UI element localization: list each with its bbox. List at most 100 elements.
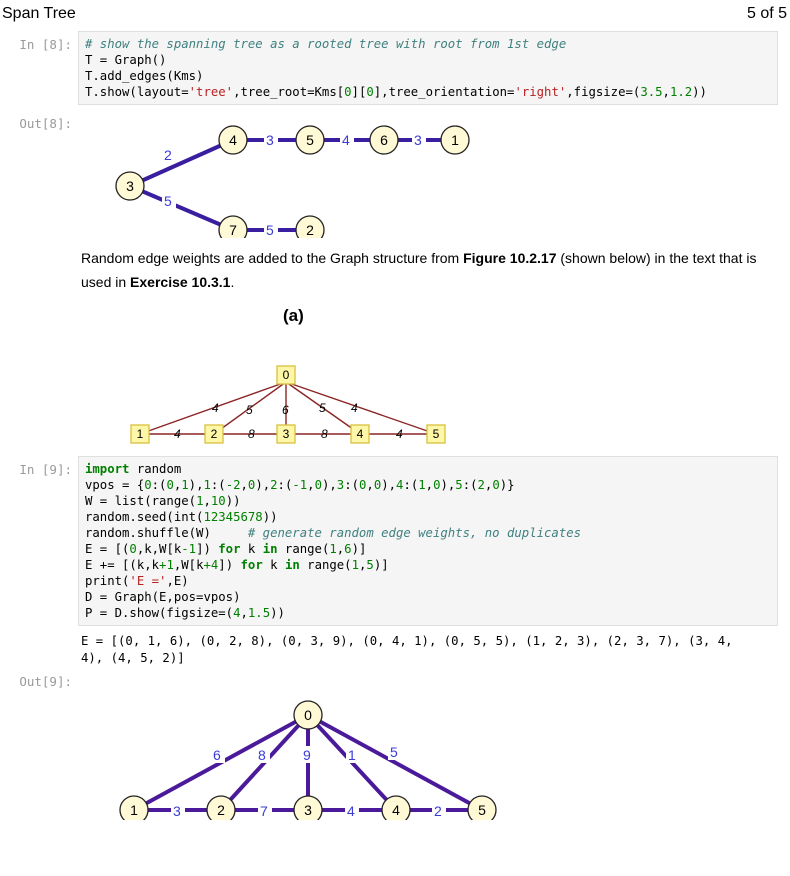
prose-text: . — [230, 274, 235, 290]
tree-node-label: 1 — [451, 132, 459, 148]
tree-node-label: 4 — [229, 132, 237, 148]
code-line: T = Graph() — [85, 53, 167, 67]
graph-edge-label: 6 — [213, 747, 221, 763]
tree-node — [218, 125, 248, 155]
cell9-stdout: E = [(0, 1, 6), (0, 2, 8), (0, 3, 9), (0… — [81, 633, 776, 667]
code-line: D = Graph(E,pos=vpos) — [85, 590, 241, 604]
prose-text: (shown below) in the text that is used i… — [81, 250, 757, 290]
graph-node-label: 2 — [217, 802, 225, 818]
fig-edge-label: 8 — [321, 427, 328, 441]
code-line: E = [(0,k,W[k-1]) for k in range(1,6)] — [85, 542, 367, 556]
fig-node-label: 5 — [433, 427, 440, 441]
prose-text: Random edge weights are added to the Gra… — [81, 250, 464, 266]
cell8-out-prompt: Out[8]: — [19, 116, 72, 131]
fig-node-label: 4 — [357, 427, 364, 441]
fig-node — [350, 424, 370, 444]
graph-edge-label: 2 — [434, 803, 442, 819]
tree-node-label: 5 — [306, 132, 314, 148]
graph-node-label: 5 — [478, 802, 486, 818]
fig-node-label: 1 — [137, 427, 144, 441]
graph-edge-label: 5 — [390, 744, 398, 760]
graph-edge-label: 8 — [258, 747, 266, 763]
fig-edge-label: 4 — [174, 427, 181, 441]
fig-node-label: 0 — [283, 368, 290, 382]
fig-node — [276, 424, 296, 444]
fig-node-label: 3 — [283, 427, 290, 441]
graph-node — [293, 700, 323, 730]
exercise-reference: Exercise 10.3.1 — [130, 274, 231, 290]
graph-node-label: 1 — [130, 802, 138, 818]
code-line: random.shuffle(W) # generate random edge… — [85, 526, 582, 540]
code-line: W = list(range(1,10)) — [85, 494, 241, 508]
graph-node — [467, 795, 497, 820]
fig-edge — [139, 381, 287, 435]
weighted-graph-plot: 6 8 9 1 5 3 7 4 2 0 1 2 3 4 5 — [119, 700, 497, 820]
tree-node — [115, 171, 145, 201]
cell9-out-prompt: Out[9]: — [19, 674, 72, 689]
stdout-line: 4), (4, 5, 2)] — [81, 651, 185, 665]
graph-edge-label: 4 — [347, 803, 355, 819]
page-title: Span Tree — [2, 5, 76, 22]
tree-node — [369, 125, 399, 155]
cell9-code-input[interactable]: import random vpos = {0:(0,1),1:(-2,0),2:… — [78, 456, 778, 626]
figure-reference: Figure 10.2.17 — [463, 250, 557, 266]
graph-edge-label: 7 — [260, 803, 268, 819]
tree-edge-label: 2 — [164, 147, 172, 163]
code-line: random.seed(int(12345678)) — [85, 510, 278, 524]
cell8-in-prompt: In [8]: — [19, 37, 72, 52]
tree-edge-label: 4 — [342, 132, 350, 148]
code-line: vpos = {0:(0,1),1:(-2,0),2:(-1,0),3:(0,0… — [85, 478, 515, 492]
graph-edge-label: 3 — [173, 803, 181, 819]
tree-node — [218, 215, 248, 238]
graph-node — [381, 795, 411, 820]
figure-10-2-17-image: (a) 4 5 6 5 4 4 8 8 4 0 1 2 3 4 5 — [130, 306, 446, 444]
fig-node-label: 2 — [211, 427, 218, 441]
code-line: import random — [85, 462, 182, 476]
tree-node-label: 2 — [306, 222, 314, 238]
tree-edge-3-7 — [129, 184, 234, 232]
graph-edge-0-5 — [307, 713, 483, 812]
fig-edge-label: 8 — [248, 427, 255, 441]
graph-edge-label: 1 — [348, 747, 356, 763]
cell8-code-input[interactable]: # show the spanning tree as a rooted tre… — [78, 31, 778, 105]
stdout-line: E = [(0, 1, 6), (0, 2, 8), (0, 3, 9), (0… — [81, 634, 733, 648]
fig-edge — [285, 381, 361, 435]
fig-edge-label: 5 — [319, 401, 326, 415]
tree-node — [295, 125, 325, 155]
code-line: print('E =',E) — [85, 574, 189, 588]
code-line: T.add_edges(Kms) — [85, 69, 204, 83]
tree-node-label: 7 — [229, 222, 237, 238]
graph-node-label: 3 — [304, 802, 312, 818]
fig-edge-label: 4 — [396, 427, 403, 441]
fig-edge-label: 6 — [282, 403, 289, 417]
fig-edge — [213, 381, 287, 435]
code-line: T.show(layout='tree',tree_root=Kms[0][0]… — [85, 85, 707, 99]
tree-node — [295, 215, 325, 238]
fig-edge — [285, 381, 437, 435]
page-header: Span Tree 5 of 5 — [0, 0, 790, 30]
tree-node-label: 3 — [126, 178, 134, 194]
cell9-in-prompt: In [9]: — [19, 462, 72, 477]
tree-edge-label: 3 — [414, 132, 422, 148]
code-line: P = D.show(figsize=(4,1.5)) — [85, 606, 285, 620]
markdown-text: Random edge weights are added to the Gra… — [81, 246, 771, 294]
page-number: 5 of 5 — [746, 5, 787, 22]
figure-caption: (a) — [283, 306, 304, 325]
graph-node-label: 4 — [392, 802, 400, 818]
tree-edge-3-4 — [129, 138, 234, 188]
tree-edge-label: 3 — [266, 132, 274, 148]
fig-edge-label: 5 — [246, 403, 253, 417]
spanning-tree-plot: 2 5 3 4 3 5 3 4 5 6 1 7 2 — [115, 125, 470, 238]
graph-node — [293, 795, 323, 820]
fig-node — [426, 424, 446, 444]
tree-edge-label: 5 — [266, 222, 274, 238]
fig-node — [204, 424, 224, 444]
tree-edge-label: 5 — [164, 193, 172, 209]
tree-node — [440, 125, 470, 155]
fig-edge-label: 4 — [351, 401, 358, 415]
graph-node — [119, 795, 149, 820]
tree-node-label: 6 — [380, 132, 388, 148]
graph-edge-label: 9 — [303, 747, 311, 763]
code-line: # show the spanning tree as a rooted tre… — [85, 37, 567, 51]
fig-edge-label: 4 — [212, 401, 219, 415]
